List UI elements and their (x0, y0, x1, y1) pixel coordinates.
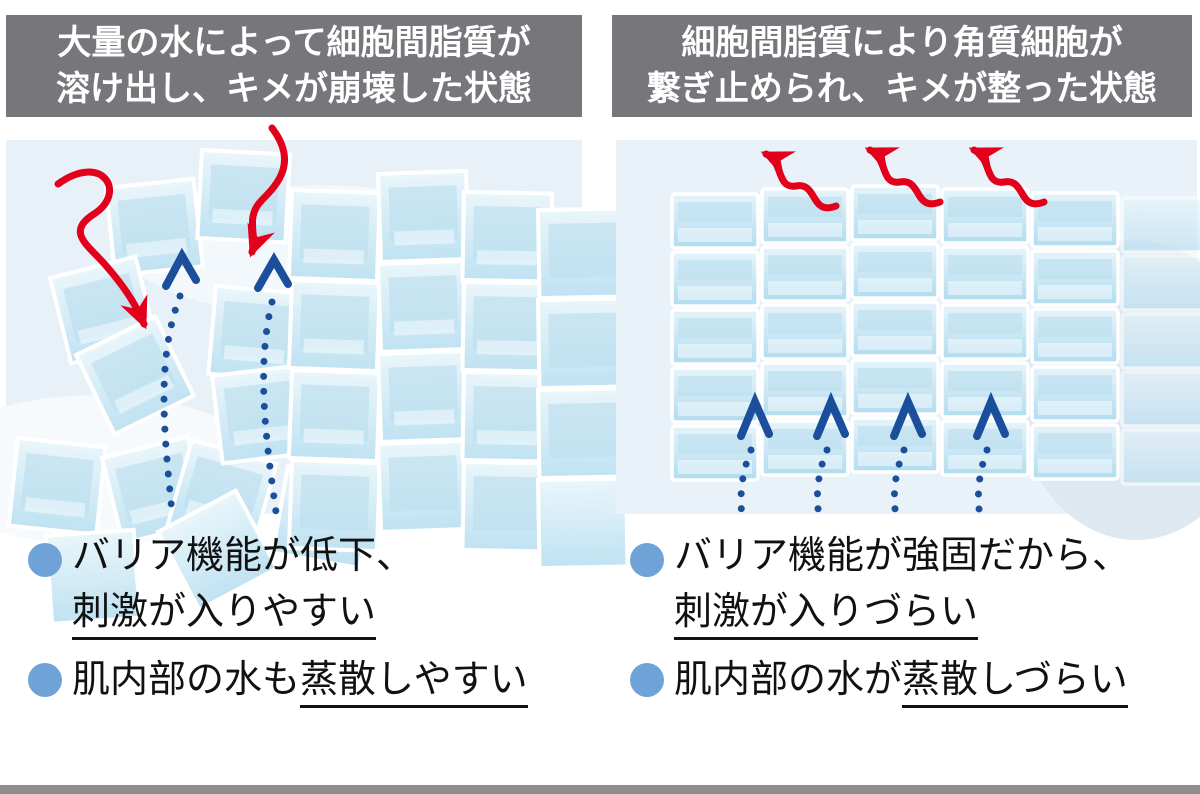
left-bullet-2: 肌内部の水も蒸散しやすい (72, 652, 528, 708)
left-panel-header: 大量の水によって細胞間脂質が 溶け出し、キメが崩壊した状態 (6, 15, 582, 117)
right-bullet-2-text: 肌内部の水が (674, 659, 903, 701)
right-bullet-2-underlined: 蒸散しづらい (902, 659, 1128, 708)
bottom-divider-bar (0, 785, 1200, 794)
left-bullet-1: バリア機能が低下、 刺激が入りやすい (72, 528, 414, 640)
left-header-line2: 溶け出し、キメが崩壊した状態 (56, 70, 532, 108)
right-bullet-1: バリア機能が強固だから、 刺激が入りづらい (674, 528, 1130, 640)
red-stimulus-arrows-deflected (760, 146, 1048, 212)
intact-skin-illustration (616, 140, 1200, 540)
collapsed-skin-photo (0, 124, 630, 626)
bullet-dot (28, 543, 62, 577)
left-bullet-1-line1: バリア機能が低下、 (72, 535, 415, 577)
bullet-dot (630, 543, 664, 577)
ordered-cube-grid (670, 184, 1200, 486)
left-bullet-1-line2-underlined: 刺激が入りやすい (72, 591, 377, 640)
blue-moisture-arrows-blocked (737, 391, 1009, 520)
blue-moisture-arrows-out (160, 247, 292, 516)
right-bullet-1-line1: バリア機能が強固だから、 (674, 535, 1131, 577)
right-panel-header: 細胞間脂質により角質細胞が 繋ぎ止められ、キメが整った状態 (612, 15, 1192, 117)
right-header-line1: 細胞間脂質により角質細胞が (681, 24, 1123, 62)
right-bullet-1-line2-underlined: 刺激が入りづらい (674, 591, 979, 640)
left-header-line1: 大量の水によって細胞間脂質が (57, 24, 531, 62)
left-bullet-2-text: 肌内部の水も (72, 659, 301, 701)
red-stimulus-arrows-in (54, 124, 288, 330)
right-bullet-2: 肌内部の水が蒸散しづらい (674, 652, 1128, 708)
intact-skin-photo (616, 140, 1200, 540)
bullet-dot (28, 663, 62, 697)
left-bullet-2-underlined: 蒸散しやすい (300, 659, 528, 708)
bullet-dot (630, 663, 664, 697)
right-header-line2: 繋ぎ止められ、キメが整った状態 (646, 70, 1158, 108)
collapsed-skin-illustration (0, 124, 630, 626)
